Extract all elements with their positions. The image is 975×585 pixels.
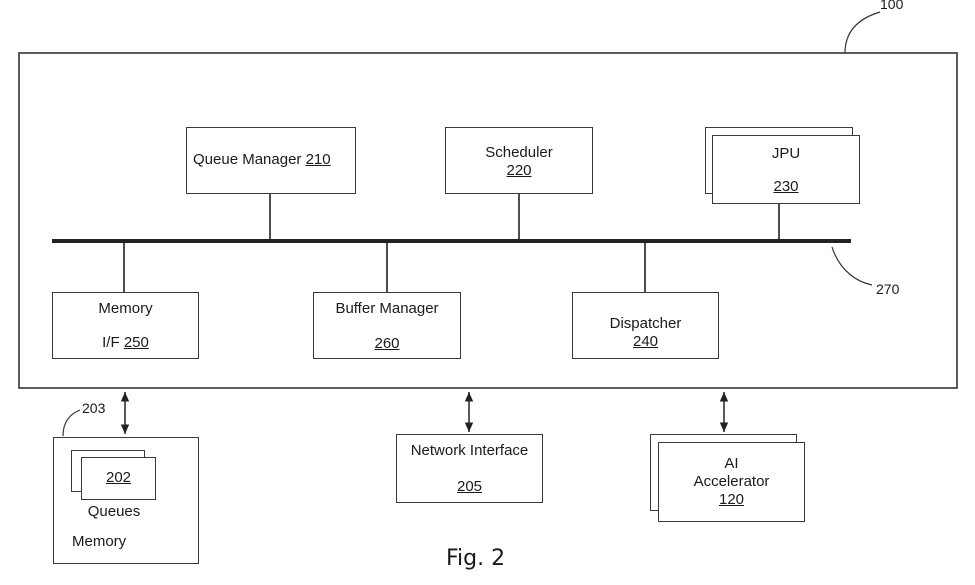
queue-manager-label: Queue Manager 210: [193, 151, 331, 169]
network-interface-number: 205: [456, 478, 483, 495]
queues-label: Queues: [87, 503, 141, 520]
network-interface-name: Network Interface: [410, 442, 529, 459]
buffer-manager-box: [313, 292, 461, 359]
network-interface-box: [396, 434, 543, 503]
ai-accelerator-box: [658, 442, 805, 522]
memory-if-name-bottom: I/F 250: [52, 334, 199, 352]
queues-number: 202: [105, 469, 132, 486]
scheduler-box: [445, 127, 593, 194]
ai-accelerator-number: 120: [718, 491, 745, 508]
leader-270: [831, 246, 873, 286]
queue-manager-number: 210: [305, 151, 331, 168]
jpu-number: 230: [773, 178, 799, 195]
dispatcher-number: 240: [632, 333, 659, 350]
system-box: [18, 52, 958, 389]
memory-if-suffix: I/F: [102, 334, 120, 351]
buffer-manager-name: Buffer Manager: [335, 300, 439, 317]
memory-if-number: 250: [123, 334, 149, 351]
dispatcher-box: [572, 292, 719, 359]
scheduler-name: Scheduler: [485, 144, 553, 161]
memory-if-name-top: Memory: [98, 300, 153, 317]
ref-270: 270: [876, 281, 900, 297]
dispatcher-name: Dispatcher: [609, 315, 682, 332]
ai-accelerator-name-bottom: Accelerator: [693, 473, 770, 490]
jpu-box: [712, 135, 860, 204]
figure-caption: Fig. 2: [446, 546, 506, 571]
queue-manager-name: Queue Manager: [193, 151, 302, 168]
queue-manager-box: [186, 127, 356, 194]
leader-203: [62, 409, 81, 437]
jpu-name: JPU: [771, 145, 801, 162]
buffer-manager-number: 260: [374, 335, 400, 352]
ref-203: 203: [82, 400, 106, 416]
memory-if-box: [52, 292, 199, 359]
memory-label: Memory: [72, 533, 127, 550]
ref-100: 100: [880, 0, 904, 12]
leader-100: [844, 11, 881, 54]
ai-accelerator-name-top: AI: [724, 455, 739, 472]
scheduler-number: 220: [506, 162, 532, 179]
queues-box: [81, 457, 156, 500]
